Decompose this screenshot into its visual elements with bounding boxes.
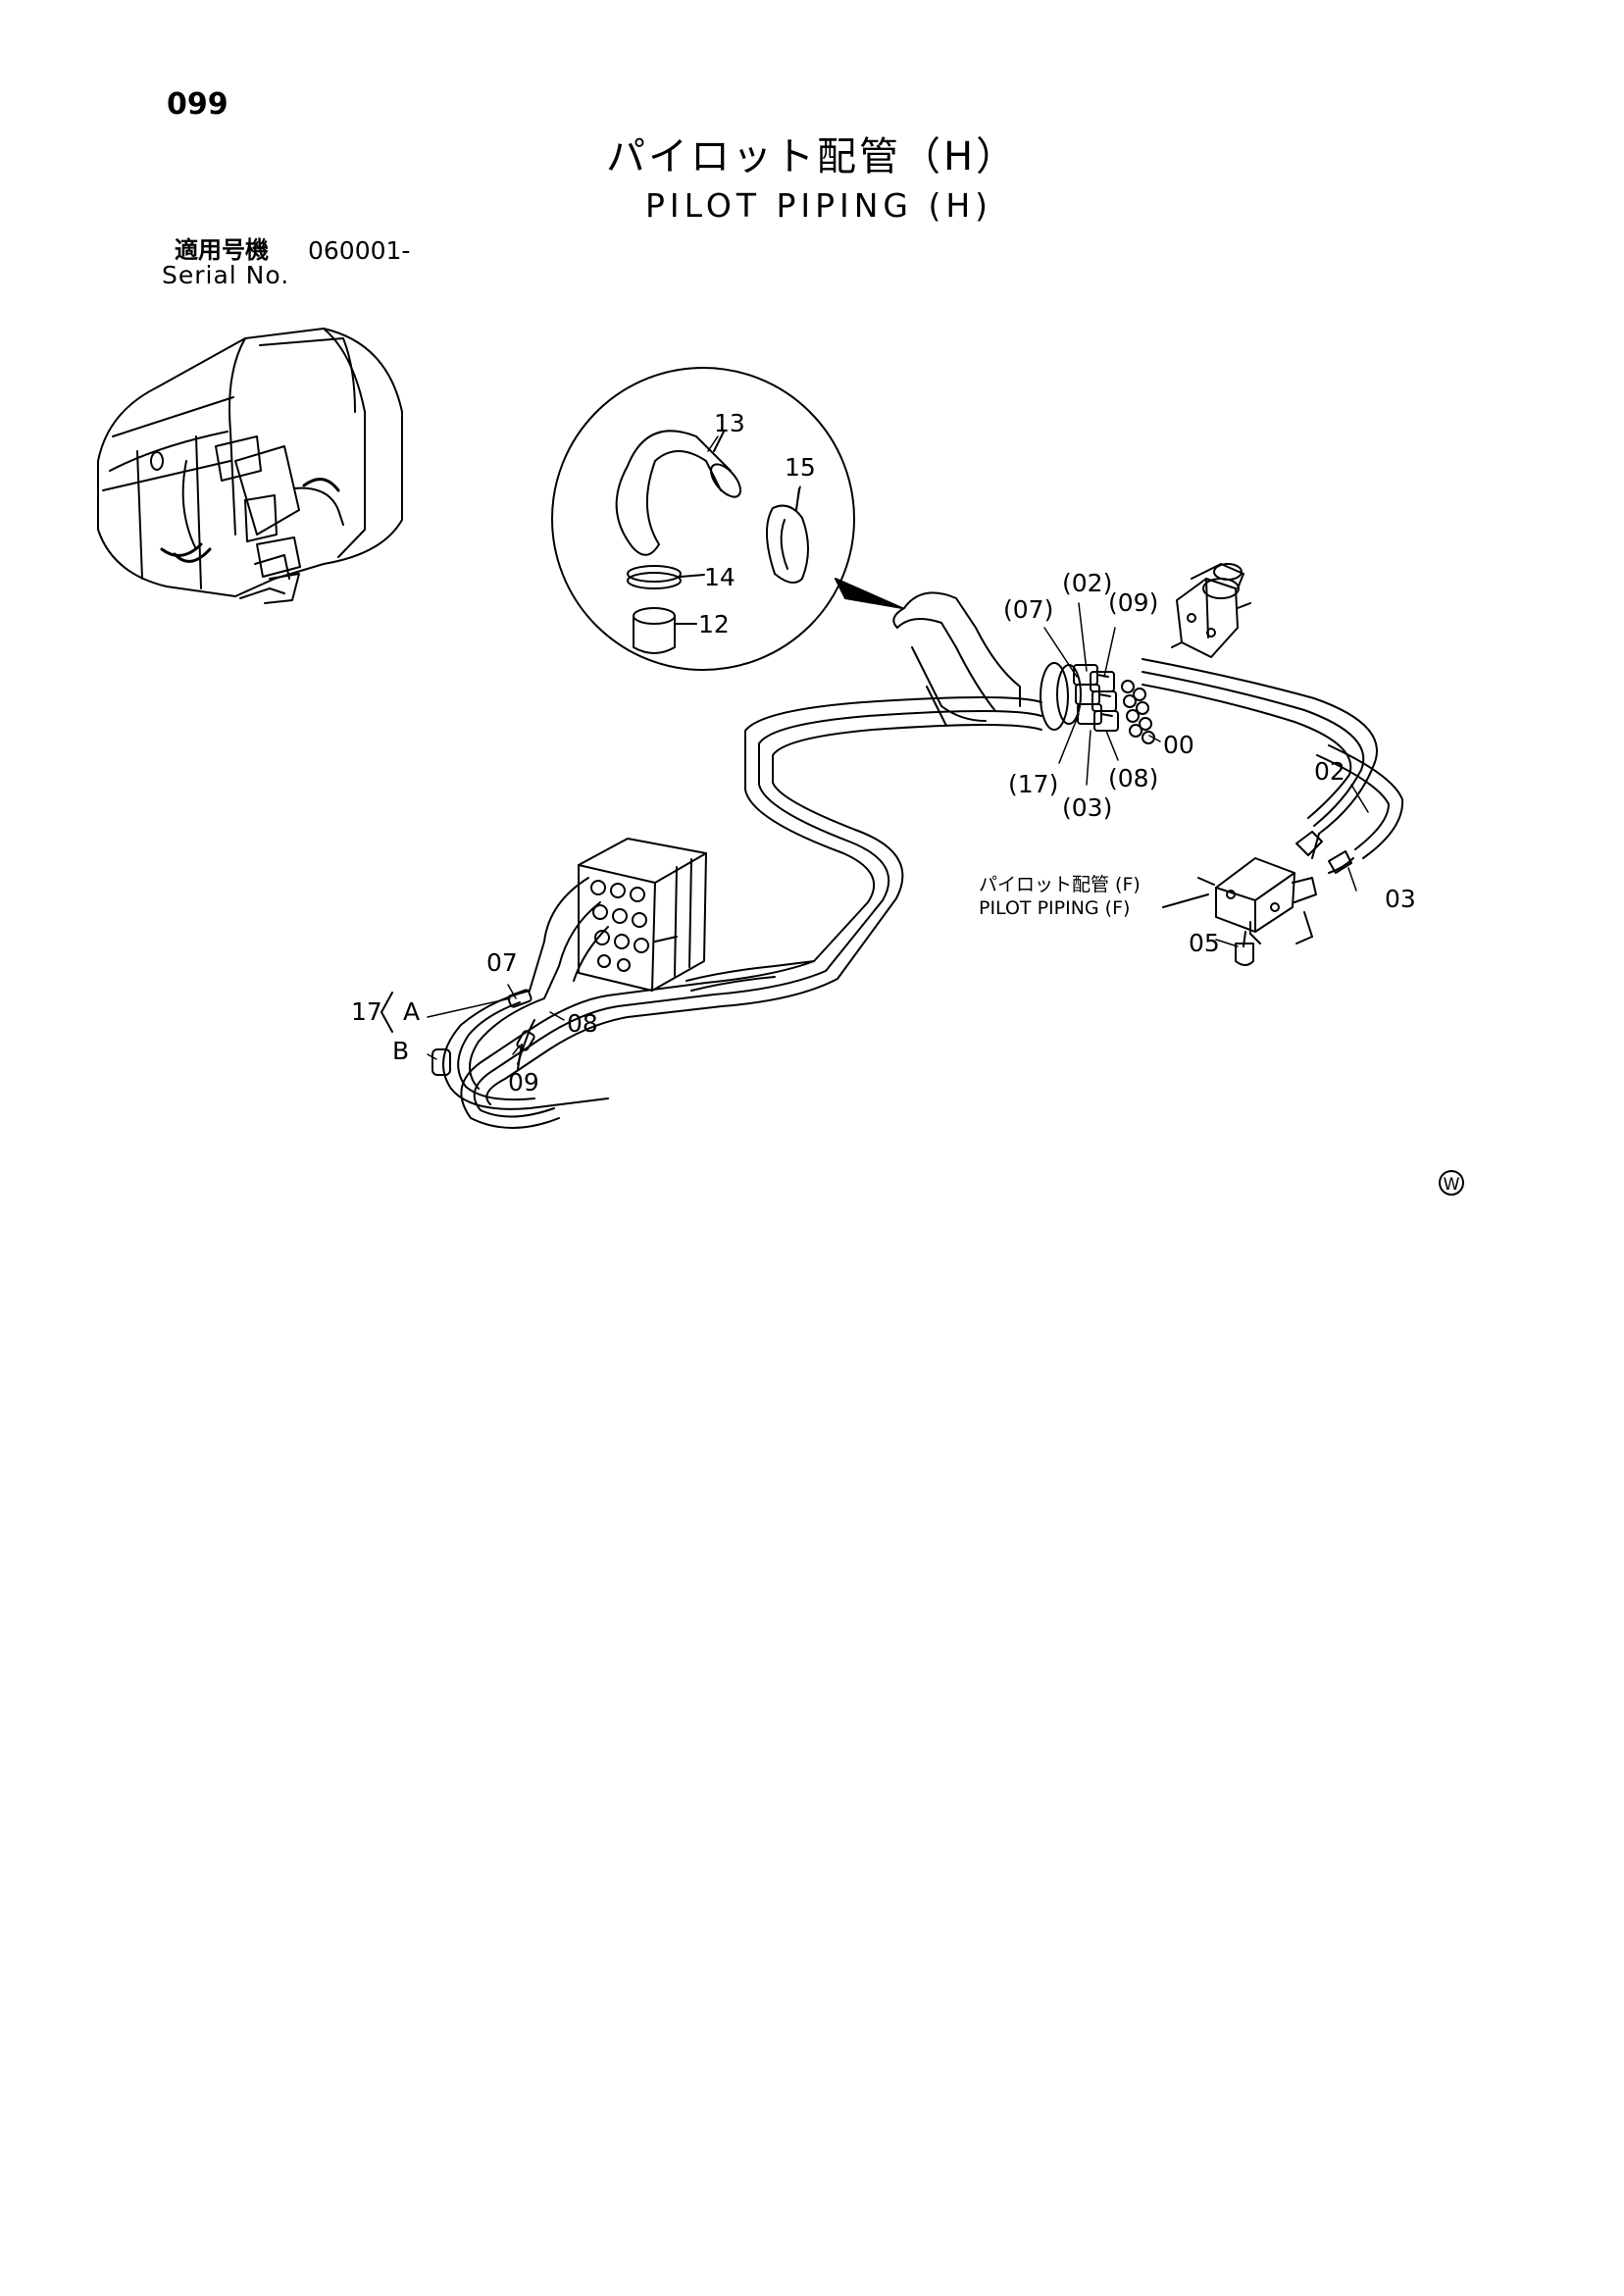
cab-overview-illustration	[97, 328, 403, 604]
mark-letter: W	[1444, 1175, 1460, 1195]
callout-08: 08	[567, 1009, 598, 1038]
callout-00: 00	[1163, 731, 1194, 759]
callout-03-paren: (03)	[1062, 793, 1112, 822]
leader-lines	[427, 435, 1369, 1060]
callout-15: 15	[785, 453, 816, 482]
callout-08-paren: (08)	[1108, 764, 1158, 792]
pilot-valve	[1171, 563, 1251, 658]
page-number: 099	[167, 87, 228, 122]
page-title-japanese: パイロット配管（H）	[606, 134, 1019, 179]
callout-05: 05	[1189, 929, 1220, 957]
detail-view-circle	[551, 367, 903, 671]
nut-cluster	[1121, 680, 1155, 744]
serial-number-value: 060001-	[308, 236, 411, 265]
callout-09-paren: (09)	[1108, 588, 1158, 617]
callout-b: B	[392, 1037, 409, 1065]
callout-17-paren: (17)	[1008, 770, 1058, 798]
callout-labels: 13 15 14 12 (07) (02) (09) 00 (17) (03) …	[351, 409, 1416, 1097]
page-title-english: PILOT PIPING (H)	[645, 186, 993, 225]
callout-02-paren: (02)	[1062, 569, 1112, 597]
callout-17: 17	[351, 997, 382, 1026]
callout-13: 13	[714, 409, 745, 437]
circled-w-mark: W	[1439, 1170, 1464, 1196]
left-hose-loop	[381, 989, 609, 1110]
callout-09: 09	[508, 1068, 539, 1097]
callout-12: 12	[698, 610, 730, 638]
callout-03: 03	[1385, 885, 1416, 913]
reference-label-english: PILOT PIPING (F)	[979, 897, 1130, 919]
callout-a: A	[403, 997, 420, 1026]
serial-label-english: Serial No.	[162, 261, 290, 289]
reference-label-japanese: パイロット配管 (F)	[979, 874, 1141, 895]
pilot-piping-f-block	[1162, 831, 1352, 966]
callout-02: 02	[1314, 757, 1345, 786]
callout-14: 14	[704, 563, 736, 591]
control-valve-block	[529, 838, 815, 999]
serial-label-japanese: 適用号機	[175, 236, 269, 264]
callout-07: 07	[486, 948, 518, 977]
callout-07-paren: (07)	[1003, 595, 1053, 624]
